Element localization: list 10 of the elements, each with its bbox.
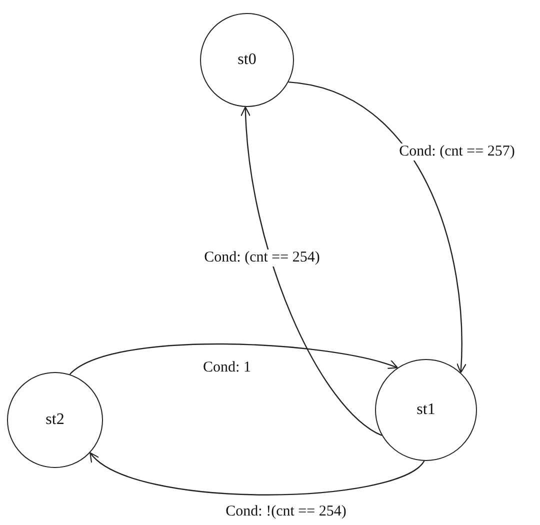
edge-label: Cond: (cnt == 254) [202, 250, 322, 266]
transition-arrow [90, 452, 425, 496]
state-name: st0 [238, 51, 256, 69]
transition-arrow [240, 106, 382, 436]
transition-arrow [69, 343, 398, 375]
state-name: st1 [416, 401, 436, 419]
state-name: st2 [46, 411, 64, 429]
edge-label: Cond: !(cnt == 254) [224, 504, 348, 520]
transition-arrow [288, 81, 466, 374]
edge-label: Cond: (cnt == 257) [397, 144, 517, 160]
